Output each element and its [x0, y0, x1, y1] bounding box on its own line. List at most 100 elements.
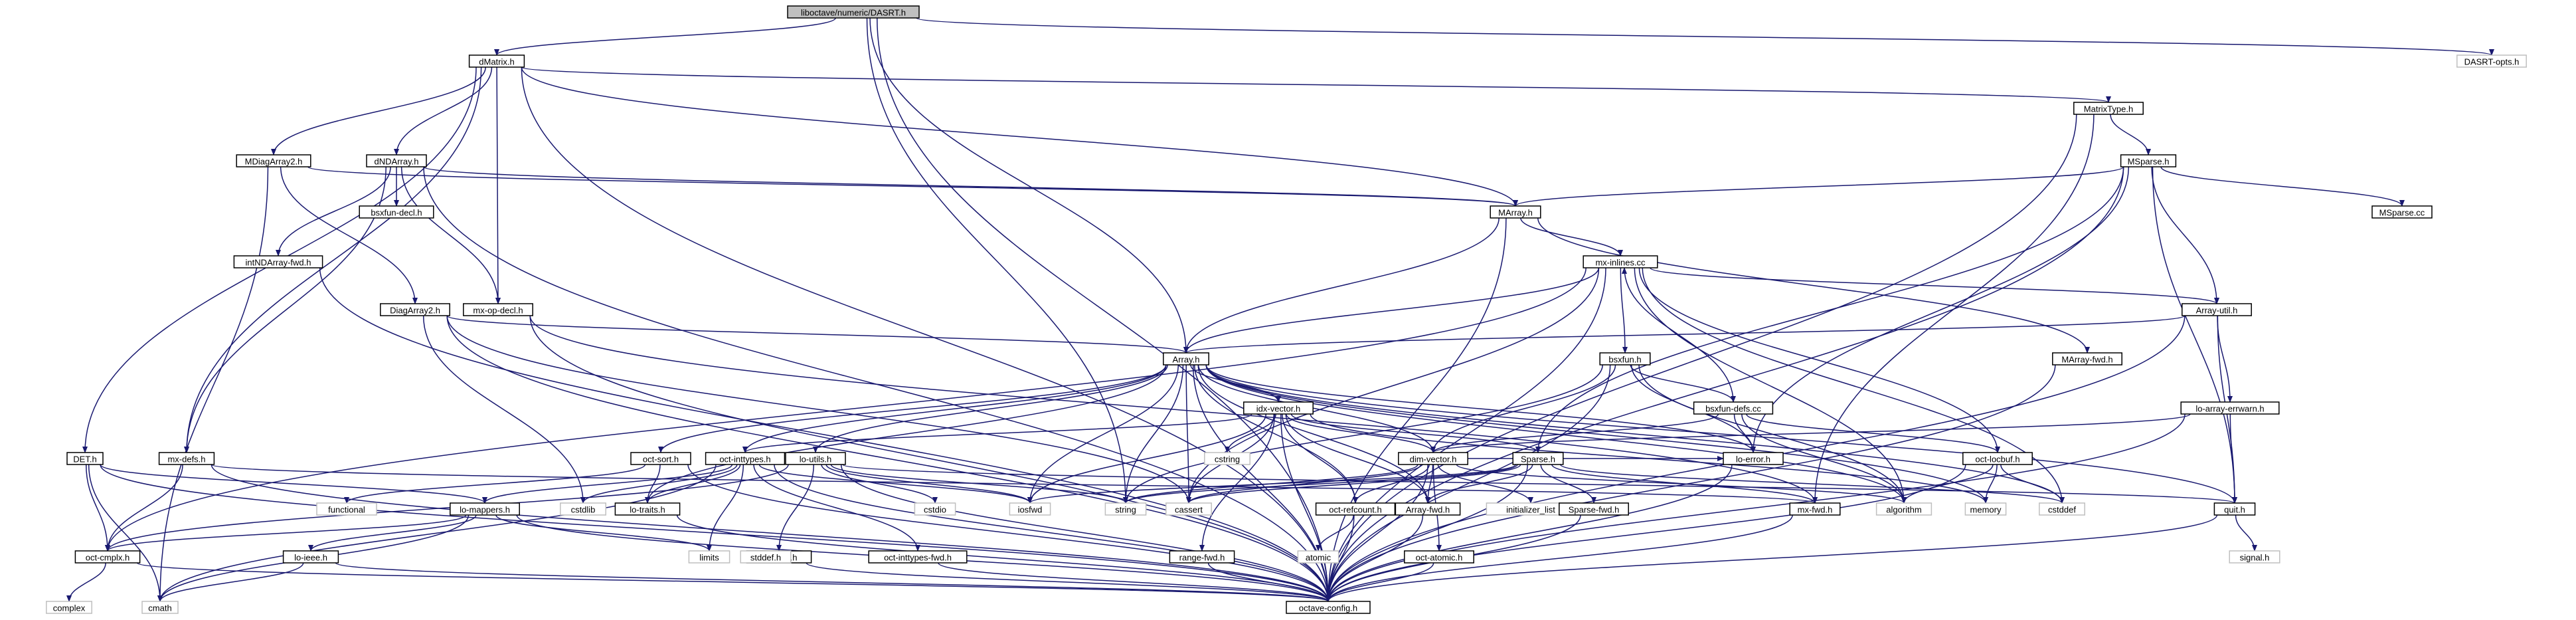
node-octinttypesfwd[interactable]: oct-inttypes-fwd.h [868, 550, 968, 564]
node-mxfwd[interactable]: mx-fwd.h [1789, 502, 1841, 516]
node-mdiagarray2[interactable]: MDiagArray2.h [236, 154, 311, 167]
edge-array-to-octsort [658, 364, 1167, 453]
edge-dmatrix-to-mdiagarray2 [271, 66, 486, 155]
node-octrefcount[interactable]: oct-refcount.h [1315, 502, 1396, 516]
node-sparsefwd[interactable]: Sparse-fwd.h [1559, 502, 1629, 516]
node-octsort[interactable]: oct-sort.h [630, 452, 691, 465]
node-octatomic[interactable]: oct-atomic.h [1404, 550, 1474, 564]
node-label: Sparse-fwd.h [1569, 505, 1620, 515]
edge-idxvector-to-octaveconfig [1280, 413, 1331, 602]
node-box [1875, 502, 1932, 516]
node-idxvector[interactable]: idx-vector.h [1243, 401, 1314, 415]
node-label: bsxfun.h [1608, 355, 1641, 365]
node-loerror[interactable]: lo-error.h [1723, 452, 1784, 465]
node-root[interactable]: liboctave/numeric/DASRT.h [787, 5, 920, 19]
edge-lomappers-to-limits [495, 514, 712, 552]
node-marray[interactable]: MArray.h [1490, 205, 1541, 219]
node-memory: memory [1964, 502, 2007, 516]
edge-root-to-dmatrix [494, 17, 836, 56]
edge-quit-to-octaveconfig [1326, 514, 2218, 602]
node-box [468, 54, 525, 68]
node-label: lo-array-errwarn.h [2195, 404, 2264, 414]
edge-dndarray-to-marray [423, 166, 1518, 207]
node-dasrtopts: DASRT-opts.h [2456, 54, 2527, 68]
node-label: MSparse.h [2128, 157, 2170, 167]
node-dmatrix[interactable]: dMatrix.h [468, 54, 525, 68]
node-octaveconfig[interactable]: octave-config.h [1286, 601, 1371, 614]
edge-idxvector-to-dimvector [1285, 413, 1436, 453]
node-mxopdecl[interactable]: mx-op-decl.h [463, 303, 533, 316]
node-box [740, 550, 792, 564]
edge-ioarrayerrwarn-to-octaveconfig [1326, 413, 2186, 602]
node-loutils[interactable]: lo-utils.h [785, 452, 846, 465]
edge-octinttypes-to-octaveconfig [774, 464, 1331, 602]
node-box [1490, 205, 1541, 219]
node-mxinlines[interactable]: mx-inlines.cc [1583, 255, 1658, 268]
edge-root-to-array [869, 17, 1189, 354]
node-msparsecc[interactable]: MSparse.cc [2371, 205, 2433, 219]
node-arrayutil[interactable]: Array-util.h [2182, 303, 2252, 316]
node-label: lo-utils.h [800, 455, 831, 465]
node-diagarray2[interactable]: DiagArray2.h [380, 303, 450, 316]
edge-mdiagarray2-to-marray [307, 166, 1518, 207]
edge-array-to-algorithm [1205, 364, 1907, 504]
edge-octatomic-to-octaveconfig [1326, 562, 1434, 602]
node-label: Sparse.h [1521, 455, 1555, 465]
node-quit[interactable]: quit.h [2213, 502, 2256, 516]
node-label: DASRT-opts.h [2464, 57, 2520, 67]
node-lomappers[interactable]: lo-mappers.h [450, 502, 520, 516]
node-label: MatrixType.h [2084, 104, 2133, 114]
node-intndarrayfwd[interactable]: intNDArray-fwd.h [233, 255, 323, 268]
node-box [614, 502, 681, 516]
node-label: DET.h [73, 455, 96, 465]
node-box [359, 205, 434, 219]
edge-mxinlines-to-algorithm [1634, 267, 1907, 504]
node-loieee[interactable]: lo-ieee.h [282, 550, 339, 564]
node-box [1723, 452, 1784, 465]
node-label: cassert [1175, 505, 1203, 515]
node-arrayfwd[interactable]: Array-fwd.h [1395, 502, 1461, 516]
node-marrayfwd[interactable]: MArray-fwd.h [2052, 352, 2122, 365]
edge-sparse-to-sparsefwd [1540, 464, 1596, 504]
node-label: MArray.h [1498, 208, 1533, 218]
node-label: mx-fwd.h [1798, 505, 1833, 515]
edge-array-to-dimvector [1197, 364, 1436, 453]
edge-array-to-octrefcount [1194, 364, 1358, 504]
node-octcmplx[interactable]: oct-cmplx.h [74, 550, 141, 564]
node-array[interactable]: Array.h [1163, 352, 1209, 365]
node-rangefwd[interactable]: range-fwd.h [1169, 550, 1235, 564]
edge-loutils-to-quit [842, 464, 2237, 504]
node-mxdefs[interactable]: mx-defs.h [158, 452, 215, 465]
edge-dmatrix-to-octaveconfig [521, 66, 1331, 602]
node-bsxfundecl[interactable]: bsxfun-decl.h [359, 205, 434, 219]
node-box [366, 154, 427, 167]
node-label: range-fwd.h [1179, 553, 1225, 563]
edge-dimvector-to-octrefcount [1353, 464, 1430, 504]
node-dndarray[interactable]: dNDArray.h [366, 154, 427, 167]
edge-array-to-memory [1205, 364, 1988, 504]
node-octlocbuf[interactable]: oct-locbuf.h [1962, 452, 2033, 465]
node-lotraits[interactable]: lo-traits.h [614, 502, 681, 516]
node-bsxfundefs[interactable]: bsxfun-defs.cc [1693, 401, 1774, 415]
node-bsxfun[interactable]: bsxfun.h [1599, 352, 1651, 365]
node-sparse[interactable]: Sparse.h [1512, 452, 1564, 465]
node-box [1297, 550, 1339, 564]
edge-array-to-string [1123, 364, 1184, 504]
node-octinttypes[interactable]: oct-inttypes.h [705, 452, 786, 465]
edge-det-to-octcmplx [85, 464, 110, 552]
node-matrixtype[interactable]: MatrixType.h [2073, 102, 2144, 115]
node-box [46, 601, 92, 614]
edge-loutils-to-iosfwd [825, 464, 1033, 504]
node-dimvector[interactable]: dim-vector.h [1398, 452, 1468, 465]
node-msparse[interactable]: MSparse.h [2120, 154, 2177, 167]
node-det[interactable]: DET.h [66, 452, 104, 465]
edge-mxinlines-to-octlocbuf [1638, 267, 2000, 453]
node-ioarrayerrwarn[interactable]: lo-array-errwarn.h [2180, 401, 2280, 415]
edge-sparse-to-cassert [1186, 464, 1521, 504]
edge-msparse-to-msparsecc [2160, 166, 2405, 207]
edge-msparse-to-loerror [1751, 166, 2129, 453]
edge-octrefcount-to-atomic [1316, 514, 1354, 552]
node-box [2229, 550, 2280, 564]
node-atomic: atomic [1297, 550, 1339, 564]
edge-loutils-to-locutils [776, 464, 814, 552]
